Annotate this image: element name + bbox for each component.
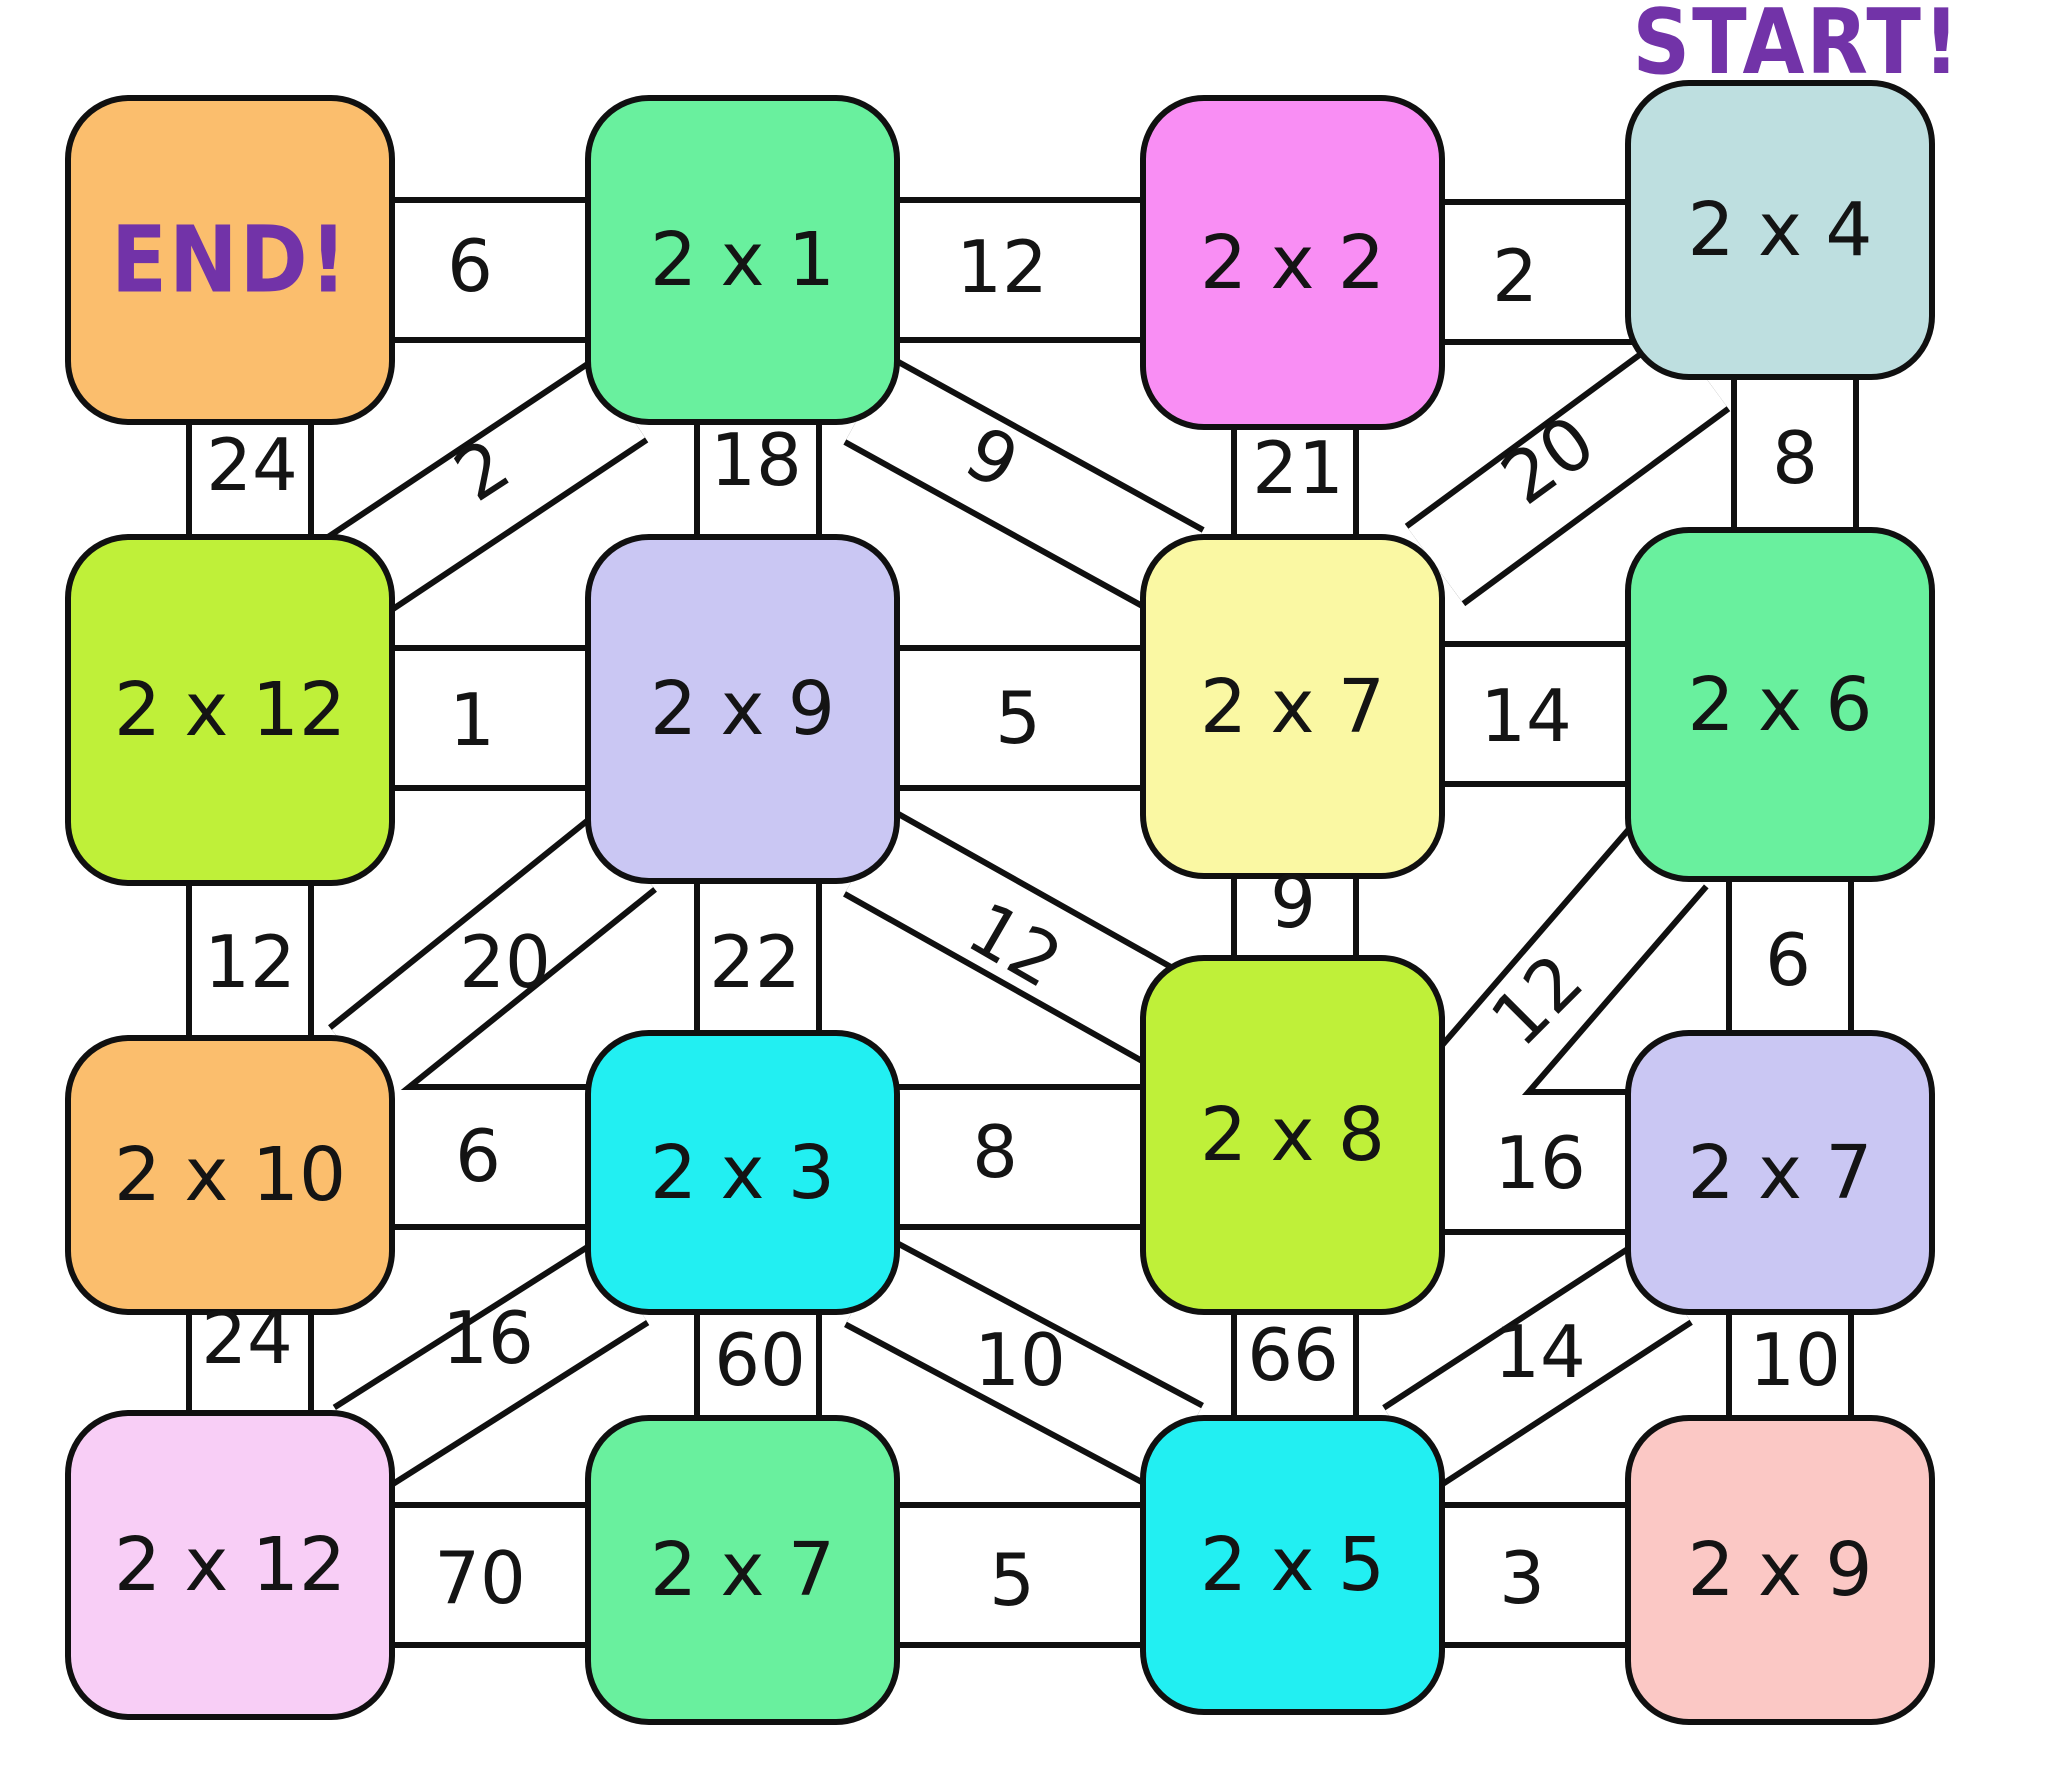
edge-label-r1c2-r2c2: 18	[710, 418, 802, 502]
node-label: 2 x 8	[1200, 1092, 1385, 1178]
edge-label-r2c3-r2c4: 14	[1480, 674, 1572, 758]
edge-label-r3c2-r4c2: 60	[714, 1318, 806, 1402]
node-2x7-a[interactable]: 2 x 7	[1140, 534, 1445, 879]
edge-label-r2c4-r3c4: 6	[1765, 918, 1811, 1002]
node-label: 2 x 6	[1687, 661, 1873, 748]
node-2x12-a[interactable]: 2 x 12	[65, 534, 395, 886]
edge-label-diag-r3c1-r2c2: 20	[459, 920, 551, 1004]
edge-label-r3c2-r3c3: 8	[972, 1110, 1018, 1194]
start-banner: START!	[1632, 0, 1962, 95]
edge-label-r3c4-r4c4: 10	[1749, 1318, 1841, 1402]
node-2x5[interactable]: 2 x 5	[1140, 1415, 1445, 1715]
node-2x9-b[interactable]: 2 x 9	[1625, 1415, 1935, 1725]
edge-label-r2c3-r3c3: 9	[1270, 860, 1316, 944]
edge-label-r3c3-r3c4: 16	[1494, 1121, 1586, 1205]
edge-label-r1c4-r2c4: 8	[1772, 416, 1818, 500]
node-2x6[interactable]: 2 x 6	[1625, 527, 1935, 882]
node-label: 2 x 1	[650, 217, 835, 303]
node-label: 2 x 9	[650, 666, 835, 752]
node-label: 2 x 7	[1200, 663, 1385, 750]
edge-label-diag-r3c2-r4c3: 10	[974, 1318, 1066, 1402]
edge-label-r2c1-r2c2: 1	[449, 678, 495, 762]
node-2x9-a[interactable]: 2 x 9	[585, 534, 900, 884]
node-2x4-start[interactable]: 2 x 4	[1625, 80, 1935, 380]
edge-label-r3c1-r4c1: 24	[201, 1296, 293, 1380]
edge-label-r2c2-r3c2: 22	[709, 920, 801, 1004]
edge-label-r1c1-r1c2: 6	[447, 224, 493, 308]
node-2x3[interactable]: 2 x 3	[585, 1030, 900, 1315]
edge-label-r1c3-r2c3: 21	[1252, 426, 1344, 510]
node-2x7-c[interactable]: 2 x 7	[585, 1415, 900, 1725]
node-label: 2 x 5	[1200, 1522, 1385, 1608]
edge-label-r4c3-r4c4: 3	[1499, 1536, 1545, 1620]
node-2x7-b[interactable]: 2 x 7	[1625, 1030, 1935, 1315]
node-label: 2 x 12	[113, 667, 347, 753]
edge-label-r1c2-r1c3: 12	[956, 225, 1048, 309]
node-end[interactable]: END!	[65, 95, 395, 425]
edge-label-r3c1-r3c2: 6	[455, 1114, 501, 1198]
edge-label-diag-r4c1-r3c2: 16	[442, 1296, 534, 1380]
edge-label-r3c3-r4c3: 66	[1247, 1313, 1339, 1397]
node-2x8[interactable]: 2 x 8	[1140, 955, 1445, 1315]
edge-label-r1c3-r1c4: 2	[1492, 234, 1538, 318]
node-label: 2 x 12	[113, 1522, 347, 1608]
node-label: 2 x 3	[650, 1129, 835, 1216]
node-2x12-b[interactable]: 2 x 12	[65, 1410, 395, 1720]
node-2x1[interactable]: 2 x 1	[585, 95, 900, 425]
node-2x10[interactable]: 2 x 10	[65, 1035, 395, 1315]
edge-label-diag-r4c3-r3c4: 14	[1494, 1310, 1586, 1394]
end-label: END!	[110, 206, 350, 314]
node-label: 2 x 7	[1687, 1129, 1873, 1216]
node-label: 2 x 4	[1687, 187, 1873, 273]
edge-label-r2c2-r2c3: 5	[995, 676, 1041, 760]
edge-label-r4c2-r4c3: 5	[989, 1538, 1035, 1622]
node-label: 2 x 2	[1200, 219, 1385, 306]
node-2x2[interactable]: 2 x 2	[1140, 95, 1445, 430]
node-label: 2 x 9	[1687, 1527, 1873, 1613]
edge-label-r2c1-r3c1: 12	[204, 920, 296, 1004]
node-label: 2 x 7	[650, 1527, 835, 1613]
node-label: 2 x 10	[113, 1132, 347, 1218]
edge-label-r4c1-r4c2: 70	[434, 1536, 526, 1620]
edge-label-r1c1-r2c1: 24	[206, 423, 298, 507]
